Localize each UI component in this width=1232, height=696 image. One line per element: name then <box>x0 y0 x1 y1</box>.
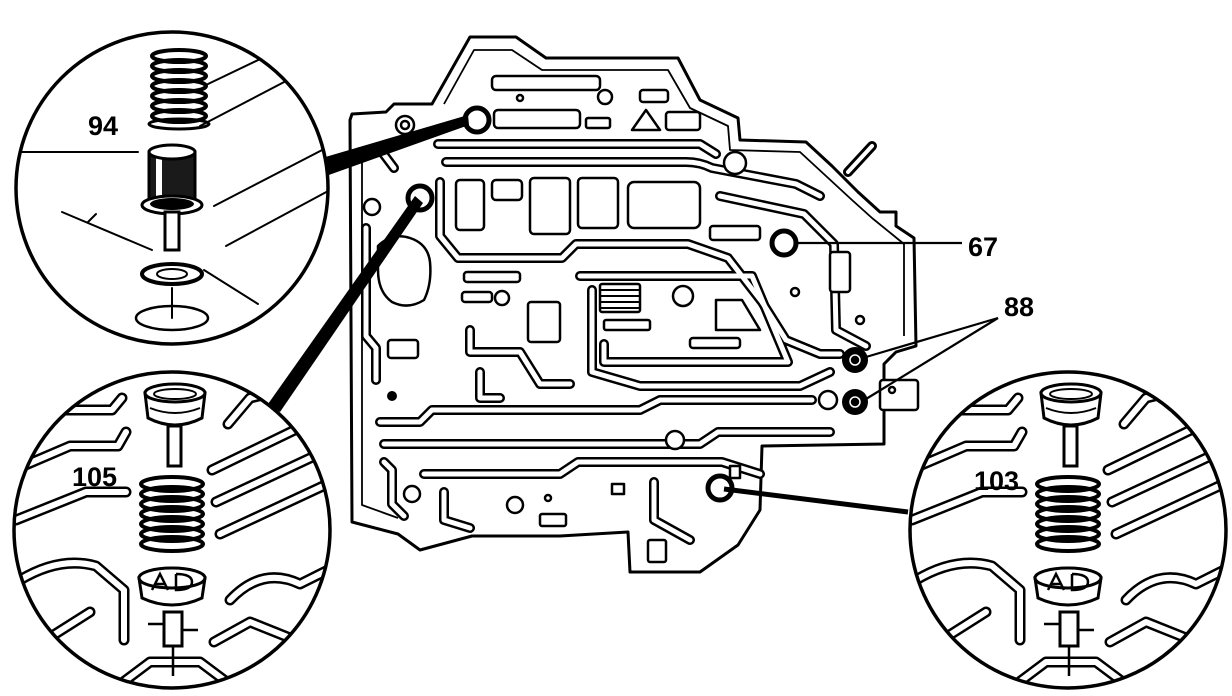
check-ball-location-67 <box>769 228 799 258</box>
check-balls-88 <box>842 347 868 415</box>
valve-body-mounting-peg <box>843 141 877 177</box>
leader-lines <box>268 115 999 515</box>
valve-body-holes <box>362 88 866 515</box>
spring <box>147 48 211 131</box>
valve-body-side-boss <box>878 378 920 412</box>
leader-88-lower <box>865 317 999 400</box>
plugged-hole <box>387 391 397 401</box>
detail-label-94: 94 <box>88 111 118 141</box>
detail-view-94: 94 <box>14 30 330 346</box>
washer <box>140 262 204 286</box>
detail-label-103: 103 <box>974 466 1019 496</box>
valve-body-ports <box>376 74 852 564</box>
callout-label-88: 88 <box>1004 292 1034 322</box>
leader-103 <box>723 486 909 515</box>
detail-view-103: 103 <box>908 370 1228 690</box>
valve-plunger <box>140 143 204 252</box>
leader-105 <box>268 196 423 412</box>
detail-surface-lines <box>17 39 327 305</box>
callout-label-67: 67 <box>968 232 998 262</box>
leader-94 <box>322 115 469 176</box>
check-valve-location-94 <box>462 105 492 135</box>
detail-view-105: 105 <box>12 370 332 690</box>
detail-label-105: 105 <box>72 462 117 492</box>
valve-seat <box>134 287 210 332</box>
valve-body <box>348 35 920 574</box>
leader-88-upper <box>865 316 999 359</box>
